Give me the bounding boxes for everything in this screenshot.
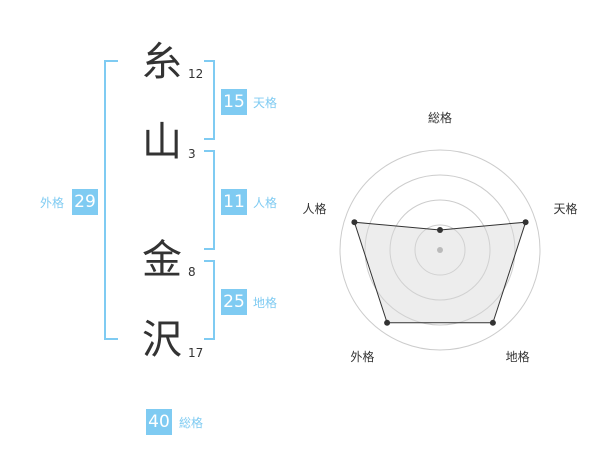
name-char-1: 糸	[142, 39, 182, 85]
name-char-3: 金	[142, 237, 182, 283]
tenkaku-value: 15	[221, 89, 247, 115]
radar-ring-1	[414, 224, 466, 276]
radar-axis-label-3: 地格	[506, 349, 530, 364]
soukaku-value: 40	[146, 409, 172, 435]
tenkaku-label: 天格	[253, 96, 278, 110]
stroke-count-1: 12	[188, 67, 204, 81]
tenkaku-bracket	[204, 60, 215, 140]
radar-ring-3	[364, 174, 516, 326]
stroke-count-2: 3	[188, 147, 196, 161]
name-char-2: 山	[142, 119, 182, 165]
gaikaku-label: 外格	[40, 196, 65, 210]
radar-axis-label-2: 天格	[553, 201, 577, 216]
stroke-count-3: 8	[188, 265, 196, 279]
radar-point-5	[351, 219, 358, 226]
stroke-count-4: 17	[188, 346, 204, 360]
radar-axis-label-1: 総格	[428, 110, 452, 125]
jinkaku-value: 11	[221, 189, 247, 215]
jinkaku-label: 人格	[253, 196, 278, 210]
radar-point-1	[437, 227, 443, 233]
gaikaku-bracket	[104, 60, 118, 340]
radar-center-dot	[437, 247, 443, 253]
chikaku-label: 地格	[253, 296, 278, 310]
radar-axis-label-4: 外格	[350, 349, 374, 364]
radar-point-2	[522, 219, 529, 226]
radar-point-3	[489, 319, 496, 326]
gaikaku-value: 29	[72, 189, 98, 215]
soukaku-label: 総格	[179, 416, 204, 430]
radar-axis-label-5: 人格	[302, 201, 326, 216]
name-char-4: 沢	[142, 317, 182, 363]
chikaku-value: 25	[221, 289, 247, 315]
radar-ring-2	[389, 199, 491, 301]
radar-ring-4	[339, 149, 541, 351]
radar-point-4	[384, 319, 391, 326]
jinkaku-bracket	[204, 150, 215, 250]
radar-polygon	[353, 221, 527, 324]
chikaku-bracket	[204, 260, 215, 340]
